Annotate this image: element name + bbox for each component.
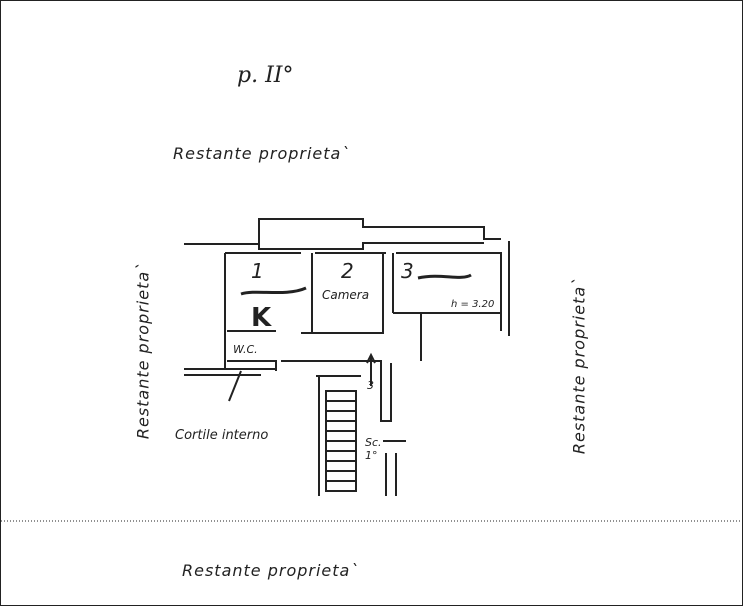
courtyard-label: Cortile interno [175,428,269,443]
label-restante-left: Restante proprieta` [133,261,153,440]
label-restante-right: Restante proprieta` [569,276,589,455]
floor-label: p. II° [237,63,294,88]
room-1-number: 1 [251,259,264,283]
room-1-letter: K [251,303,272,333]
wc-label: W.C. [233,343,258,356]
stair-label: Sc. 1° [365,436,382,462]
scribble [240,286,307,296]
room-2-number: 2 [341,259,354,283]
label-restante-top: Restante proprieta` [173,144,351,163]
balcony-wall [258,218,501,246]
room-2-name: Camera [322,288,370,302]
ceiling-height: h = 3.20 [451,299,495,310]
room-3-number: 3 [401,259,414,283]
entrance-arrow-label: 3 [367,379,374,392]
label-restante-bottom: Restante proprieta` [182,561,360,580]
